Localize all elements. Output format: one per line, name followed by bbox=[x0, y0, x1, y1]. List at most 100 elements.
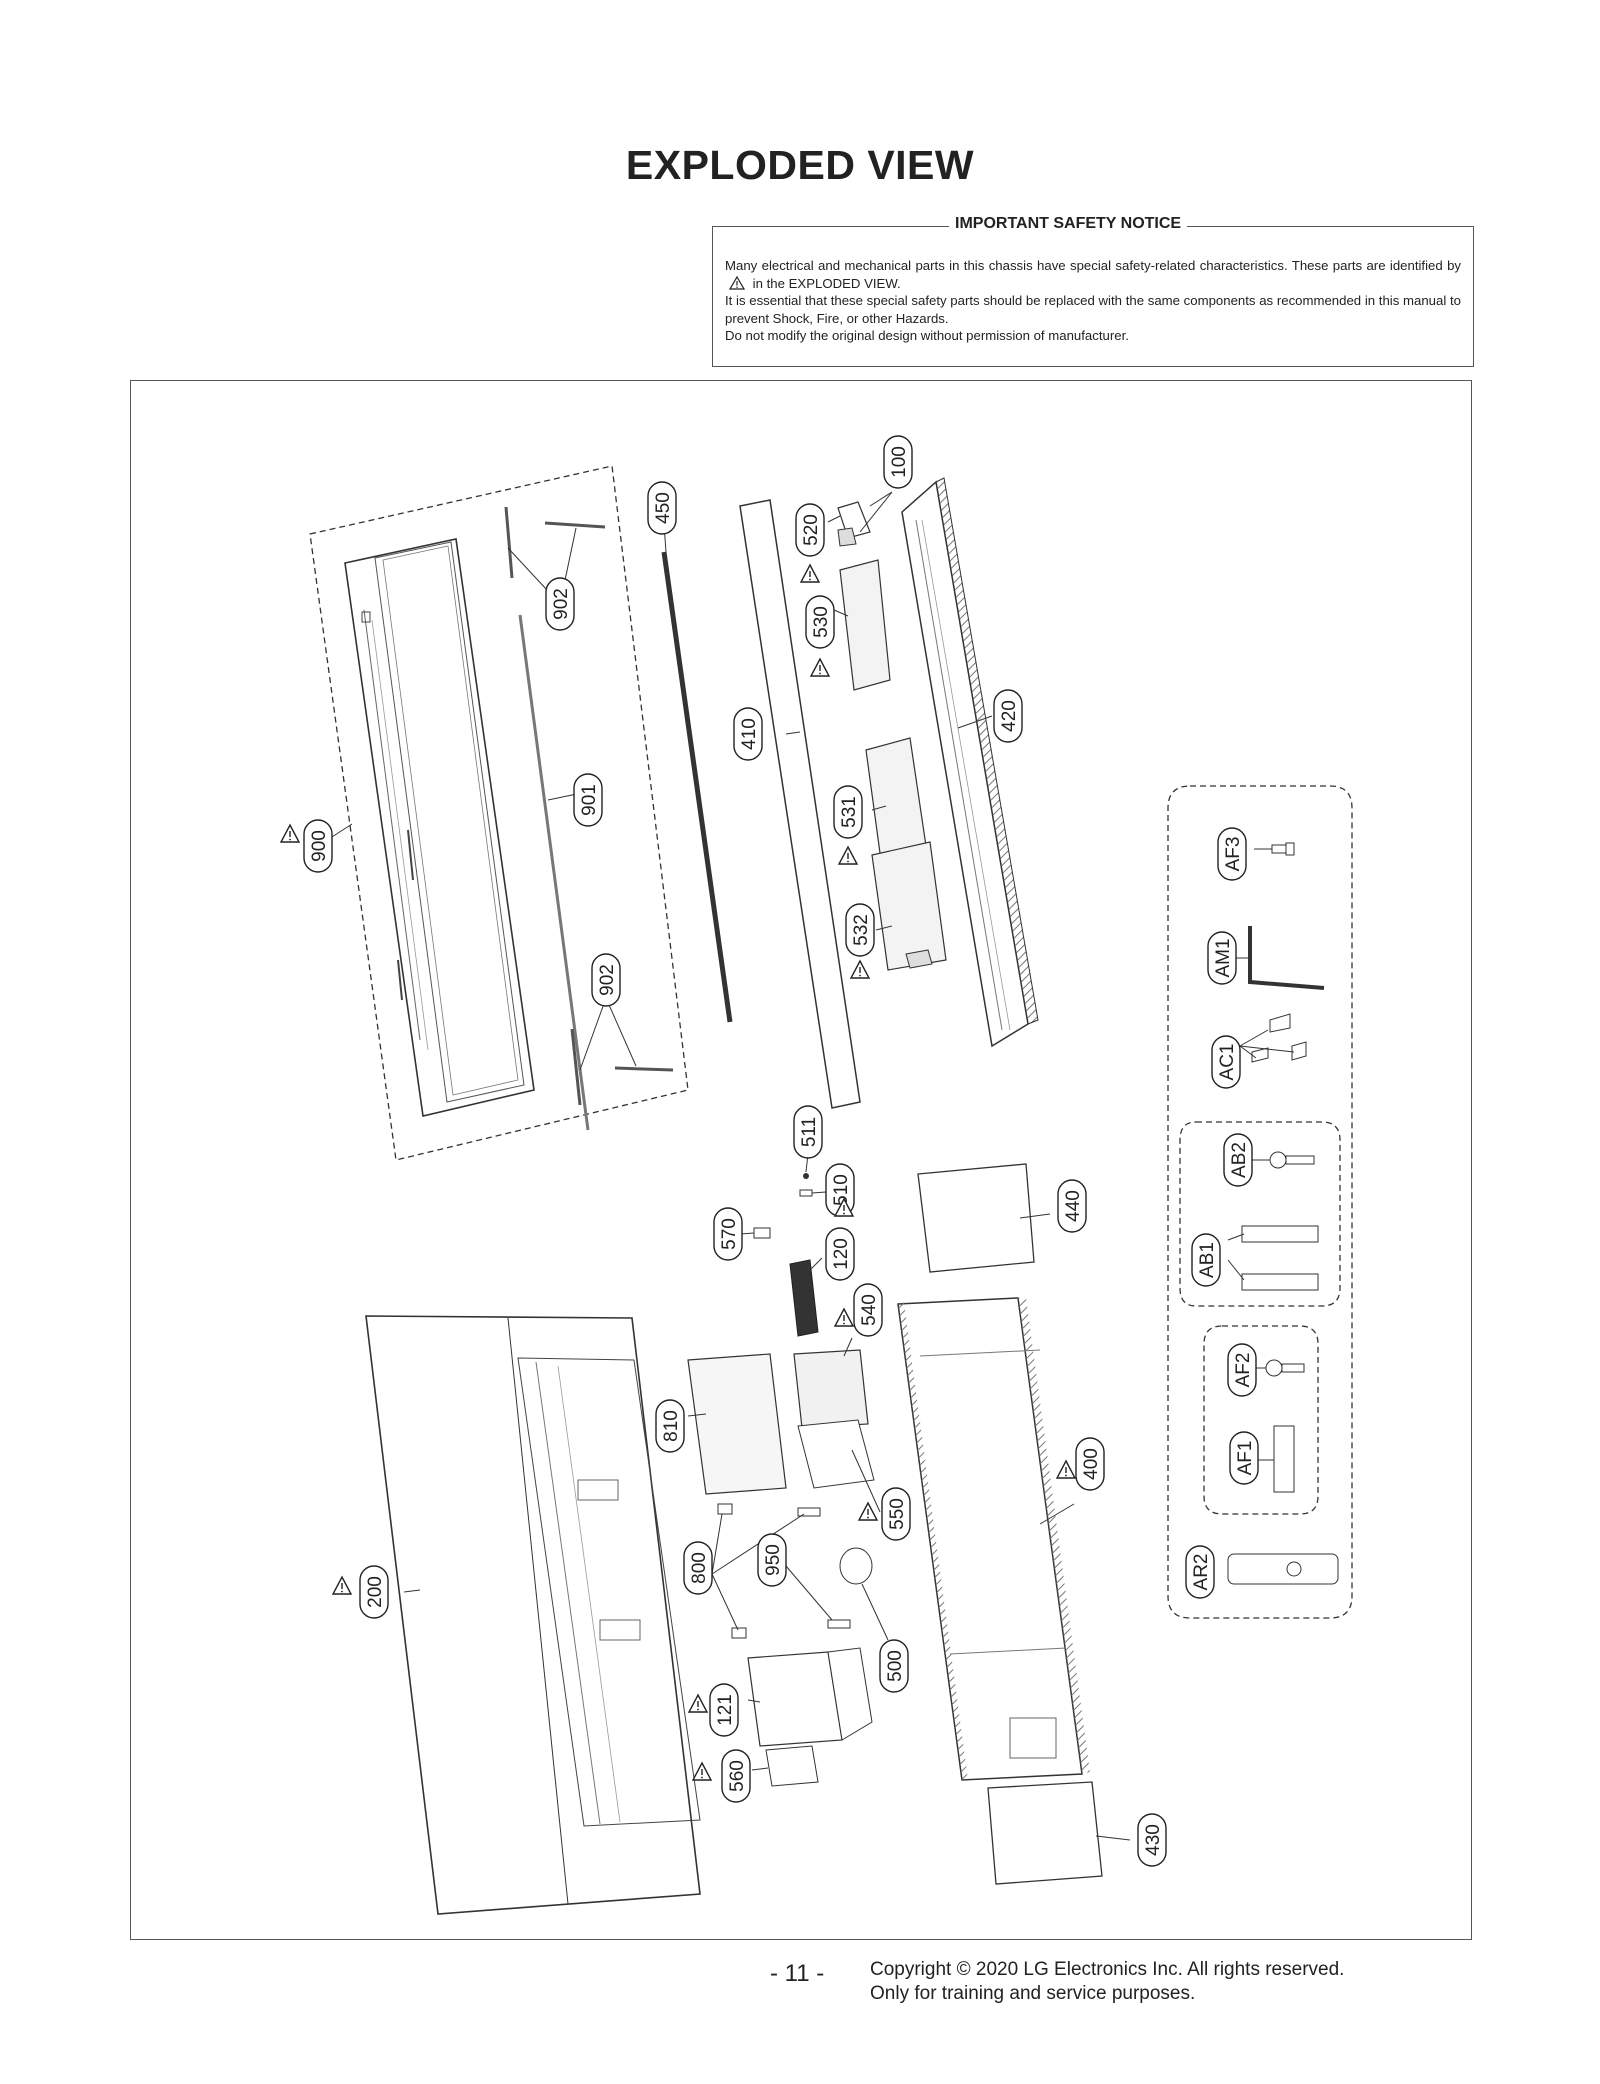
callout-800: 800 bbox=[683, 1541, 713, 1595]
callout-901: 901 bbox=[573, 773, 603, 827]
callout-100-label: 100 bbox=[889, 446, 910, 478]
callout-af1: AF1 bbox=[1229, 1431, 1259, 1485]
warning-icon-540 bbox=[834, 1308, 854, 1327]
callout-540-label: 540 bbox=[859, 1294, 880, 1326]
callout-440-label: 440 bbox=[1063, 1190, 1084, 1222]
callout-120: 120 bbox=[825, 1227, 855, 1281]
callout-560-label: 560 bbox=[727, 1760, 748, 1792]
part-810 bbox=[687, 1353, 787, 1495]
part-200 bbox=[365, 1315, 701, 1915]
safety-notice-body: Many electrical and mechanical parts in … bbox=[725, 257, 1461, 345]
main-board bbox=[739, 1153, 881, 1513]
callout-430: 430 bbox=[1137, 1813, 1167, 1867]
callout-570-label: 570 bbox=[719, 1218, 740, 1250]
callout-410-label: 410 bbox=[739, 718, 760, 750]
callout-af3: AF3 bbox=[1217, 827, 1247, 881]
callout-ar2-label: AR2 bbox=[1191, 1554, 1212, 1591]
callout-af2-label: AF2 bbox=[1233, 1353, 1254, 1388]
callout-af3-label: AF3 bbox=[1223, 837, 1244, 872]
copyright-line-1: Copyright © 2020 LG Electronics Inc. All… bbox=[870, 1959, 1345, 1980]
part-450 bbox=[661, 551, 733, 1023]
warning-icon-550 bbox=[858, 1502, 878, 1521]
callout-950-label: 950 bbox=[763, 1544, 784, 1576]
callout-am1-label: AM1 bbox=[1213, 938, 1234, 977]
callout-550: 550 bbox=[881, 1487, 911, 1541]
warning-icon-530 bbox=[810, 658, 830, 677]
callout-901-label: 901 bbox=[579, 784, 600, 816]
callout-560: 560 bbox=[721, 1749, 751, 1803]
callout-121: 121 bbox=[709, 1683, 739, 1737]
page-number: - 11 - bbox=[770, 1960, 825, 1987]
callout-520: 520 bbox=[795, 503, 825, 557]
callout-120-label: 120 bbox=[831, 1238, 852, 1270]
callout-450-label: 450 bbox=[653, 492, 674, 524]
callout-500-label: 500 bbox=[885, 1650, 906, 1682]
callout-531-label: 531 bbox=[839, 796, 860, 828]
callout-121-label: 121 bbox=[715, 1694, 736, 1726]
part-900-group bbox=[309, 465, 689, 1161]
callout-532-label: 532 bbox=[851, 914, 872, 946]
callout-410: 410 bbox=[733, 707, 763, 761]
callout-430-label: 430 bbox=[1143, 1824, 1164, 1856]
callout-420-label: 420 bbox=[999, 700, 1020, 732]
callout-ab2: AB2 bbox=[1223, 1133, 1253, 1187]
copyright-notice: Copyright © 2020 LG Electronics Inc. All… bbox=[870, 1958, 1344, 2006]
callout-af1-label: AF1 bbox=[1235, 1441, 1256, 1476]
part-420 bbox=[901, 477, 1039, 1048]
callout-450: 450 bbox=[647, 481, 677, 535]
part-410 bbox=[739, 499, 861, 1109]
warning-icon-520 bbox=[800, 564, 820, 583]
callout-950: 950 bbox=[757, 1533, 787, 1587]
callout-800-label: 800 bbox=[689, 1552, 710, 1584]
callout-540: 540 bbox=[853, 1283, 883, 1337]
safety-notice-line1-a: Many electrical and mechanical parts in … bbox=[725, 258, 1461, 273]
pcb-boards bbox=[827, 491, 947, 971]
copyright-line-2: Only for training and service purposes. bbox=[870, 1983, 1196, 2004]
safety-notice-paragraph-3: Do not modify the original design withou… bbox=[725, 328, 1129, 344]
safety-notice-box: IMPORTANT SAFETY NOTICE Many electrical … bbox=[712, 215, 1474, 367]
warning-icon-200 bbox=[332, 1576, 352, 1595]
warning-triangle-icon bbox=[729, 275, 745, 290]
callout-530: 530 bbox=[805, 595, 835, 649]
warning-icon-121 bbox=[688, 1694, 708, 1713]
safety-notice-paragraph-1: Many electrical and mechanical parts in … bbox=[725, 257, 1461, 292]
accessories-group bbox=[1167, 785, 1353, 1619]
callout-532: 532 bbox=[845, 903, 875, 957]
callout-400: 400 bbox=[1075, 1437, 1105, 1491]
safety-notice-heading: IMPORTANT SAFETY NOTICE bbox=[949, 215, 1188, 233]
callout-ac1-label: AC1 bbox=[1217, 1044, 1238, 1081]
callout-902-bottom: 902 bbox=[591, 953, 621, 1007]
callout-100: 100 bbox=[883, 435, 913, 489]
safety-notice-line1-b: in the EXPLODED VIEW. bbox=[752, 275, 901, 291]
callout-ab1: AB1 bbox=[1191, 1233, 1221, 1287]
callout-530-label: 530 bbox=[811, 606, 832, 638]
warning-icon-900 bbox=[280, 824, 300, 843]
callout-510: 510 bbox=[825, 1163, 855, 1217]
callout-ab2-label: AB2 bbox=[1229, 1142, 1250, 1178]
callout-ab1-label: AB1 bbox=[1197, 1242, 1218, 1278]
callout-420: 420 bbox=[993, 689, 1023, 743]
callout-am1: AM1 bbox=[1207, 931, 1237, 985]
callout-500: 500 bbox=[879, 1639, 909, 1693]
callout-520-label: 520 bbox=[801, 514, 822, 546]
callout-570: 570 bbox=[713, 1207, 743, 1261]
callout-ar2: AR2 bbox=[1185, 1545, 1215, 1599]
callout-810: 810 bbox=[655, 1399, 685, 1453]
callout-511-label: 511 bbox=[799, 1117, 820, 1147]
lower-parts bbox=[711, 1503, 889, 1787]
safety-notice-paragraph-2: It is essential that these special safet… bbox=[725, 293, 1461, 326]
callout-531: 531 bbox=[833, 785, 863, 839]
callout-510-label: 510 bbox=[831, 1174, 852, 1206]
part-440 bbox=[917, 1163, 1035, 1273]
callout-550-label: 550 bbox=[887, 1498, 908, 1530]
callout-400-label: 400 bbox=[1081, 1448, 1102, 1480]
warning-icon-400 bbox=[1056, 1460, 1076, 1479]
warning-icon-531 bbox=[838, 846, 858, 865]
page-title: EXPLODED VIEW bbox=[625, 142, 975, 188]
callout-ac1: AC1 bbox=[1211, 1035, 1241, 1089]
warning-icon-560 bbox=[692, 1762, 712, 1781]
callout-902-top: 902 bbox=[545, 577, 575, 631]
callout-af2: AF2 bbox=[1227, 1343, 1257, 1397]
part-430 bbox=[987, 1781, 1103, 1885]
